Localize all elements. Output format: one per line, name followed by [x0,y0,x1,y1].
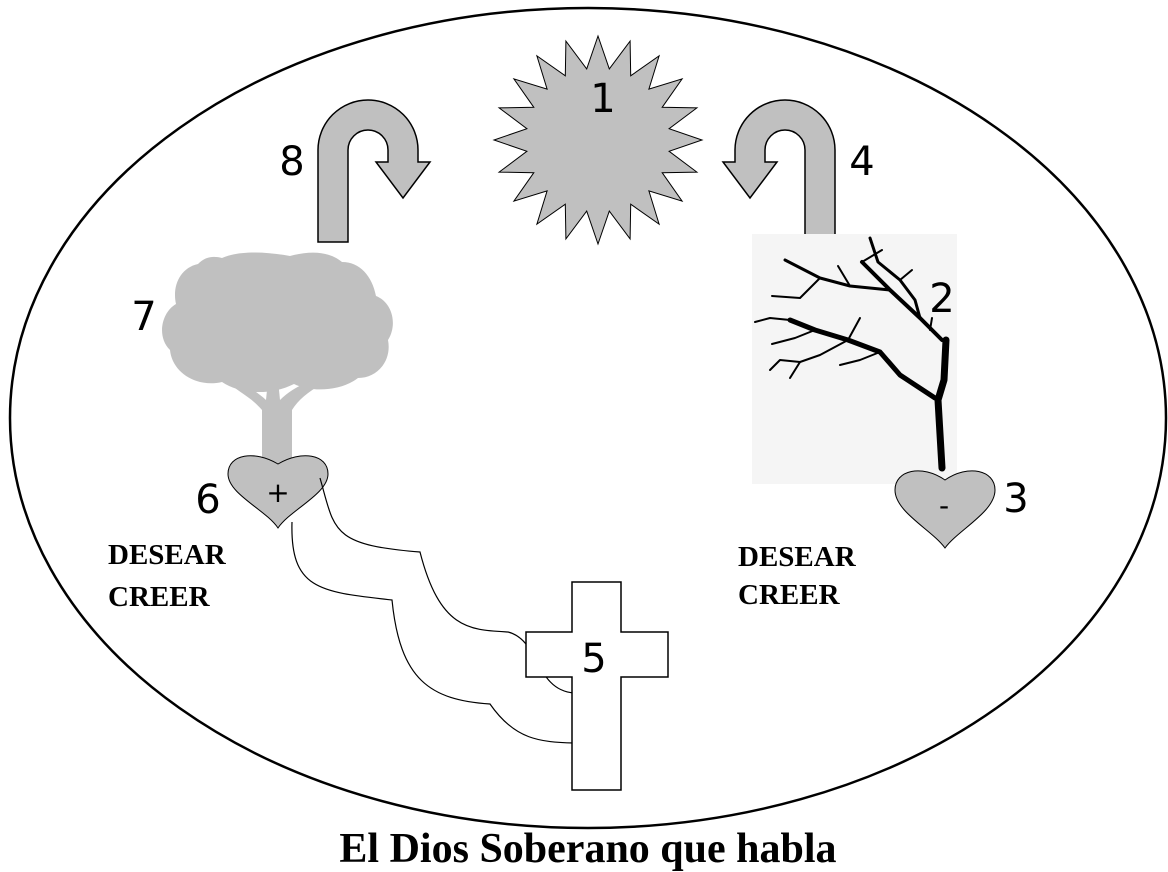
sun-starburst-icon [492,34,704,246]
left-label-desear: DESEAR [108,539,227,571]
heart-negative-sign: - [939,489,949,522]
heart-negative-icon [894,470,996,549]
number-7: 7 [131,294,156,340]
number-6: 6 [195,477,220,523]
left-label-creer: CREER [108,581,211,613]
number-3: 3 [1003,476,1028,522]
outer-ellipse [8,6,1168,830]
number-4: 4 [849,139,874,185]
connector-line-lower [291,521,575,744]
number-8: 8 [279,139,304,185]
number-1: 1 [590,76,615,122]
curved-arrow-8-icon [317,99,432,243]
heart-positive-sign: + [266,476,289,509]
cross-icon [525,581,669,791]
heart-positive-icon [227,455,329,529]
right-label-creer: CREER [738,579,841,611]
number-2: 2 [929,276,954,322]
dead-tree-icon [752,234,957,484]
living-tree-icon [162,252,393,468]
curved-arrow-4-icon [721,99,836,245]
right-label-desear: DESEAR [738,541,857,573]
number-5: 5 [581,636,606,682]
diagram-title: El Dios Soberano que habla [339,826,836,872]
